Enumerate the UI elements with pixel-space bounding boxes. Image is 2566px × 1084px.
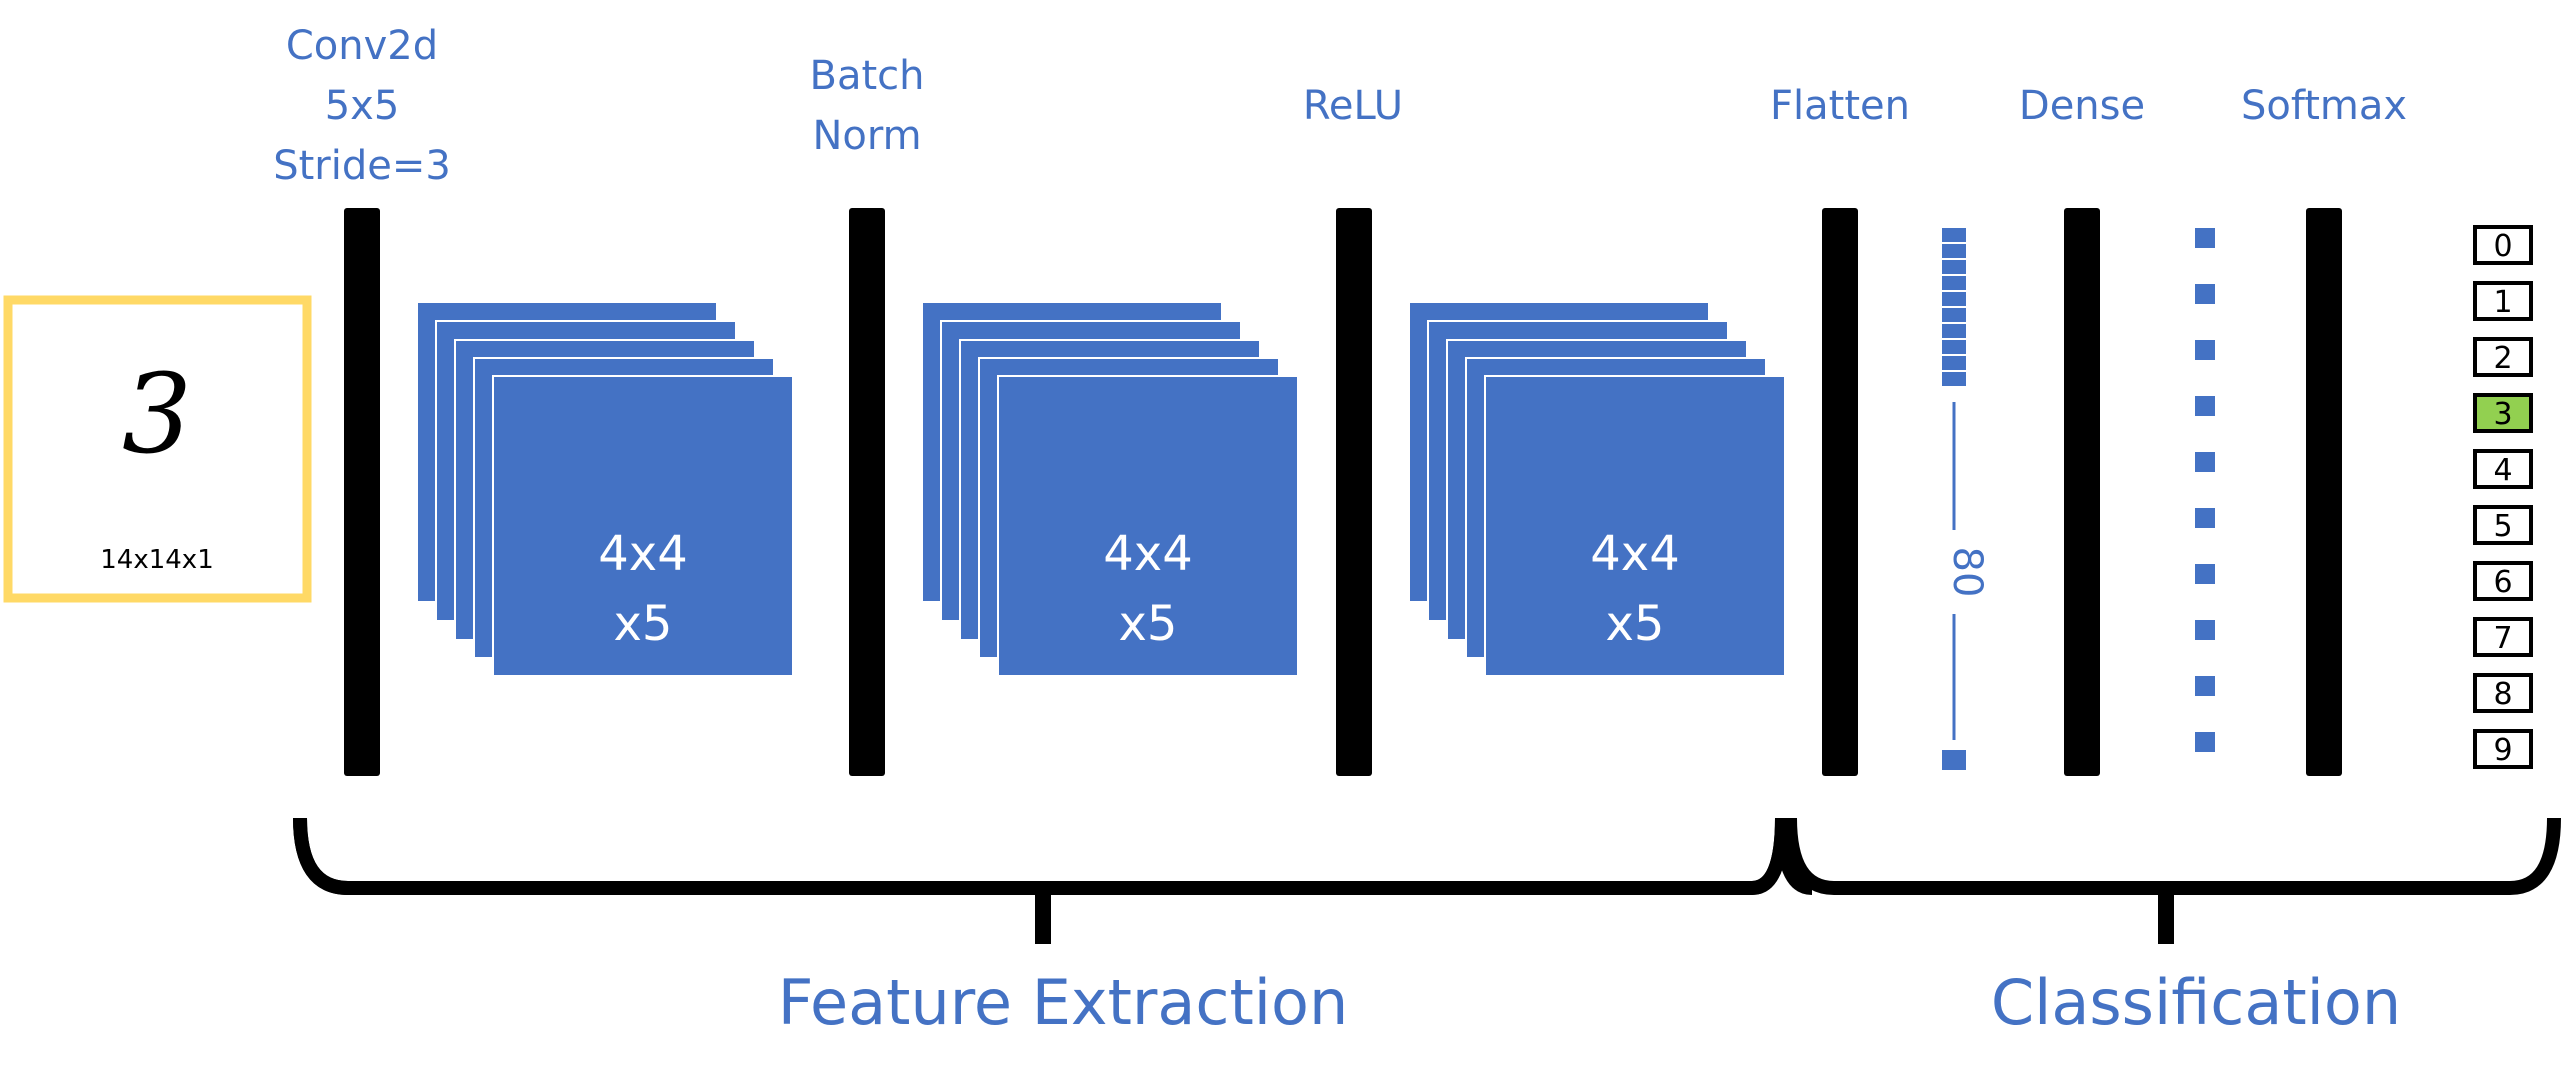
feature-extraction-label: Feature Extraction (778, 966, 1349, 1039)
output-box-6 (2473, 561, 2533, 601)
input-frame (3, 295, 312, 603)
dense-label: Dense (2019, 83, 2145, 129)
feature-map-sheet (492, 375, 794, 677)
batchnorm-label: Batch Norm (810, 53, 925, 159)
batchnorm-layer-bar (849, 208, 885, 776)
dense-unit (2195, 620, 2215, 640)
input-image: 3 14x14x1 (3, 295, 312, 603)
feature-map-count: x5 (1606, 596, 1665, 652)
dense-unit (2195, 676, 2215, 696)
output-label-1: 1 (2493, 285, 2512, 320)
batchnorm-label-line-2: Norm (812, 113, 921, 159)
dense-unit (2195, 508, 2215, 528)
flatten-unit (1942, 292, 1966, 306)
output-box-3 (2473, 393, 2533, 433)
output-box-5 (2473, 505, 2533, 545)
flatten-unit (1942, 324, 1966, 338)
feature-map-sheet (1484, 375, 1786, 677)
output-label-0: 0 (2493, 229, 2512, 264)
conv-layer-bar (344, 208, 380, 776)
dense-units (2195, 228, 2215, 752)
dense-unit (2195, 564, 2215, 584)
flatten-unit (1942, 228, 1966, 242)
output-box-0 (2473, 225, 2533, 265)
output-box-7 (2473, 617, 2533, 657)
batchnorm-label-line-1: Batch (810, 53, 925, 99)
flatten-unit-last (1942, 750, 1966, 770)
output-label-6: 6 (2493, 565, 2512, 600)
relu-label: ReLU (1303, 83, 1403, 129)
flatten-unit (1942, 340, 1966, 354)
flatten-unit (1942, 244, 1966, 258)
dense-unit (2195, 340, 2215, 360)
feature-map-stack-3: 4x4 x5 (1408, 301, 1786, 677)
softmax-outputs: 0 1 2 3 4 5 6 7 8 9 (2473, 225, 2533, 769)
conv-label: Conv2d 5x5 Stride=3 (273, 23, 451, 189)
classification-brace (1783, 817, 2561, 895)
feature-extraction-brace (293, 817, 1813, 895)
flatten-layer-bar (1822, 208, 1858, 776)
flatten-unit (1942, 260, 1966, 274)
input-digit: 3 (122, 350, 192, 478)
feature-map-sheet (997, 375, 1299, 677)
flatten-unit (1942, 276, 1966, 290)
conv-label-line-3: Stride=3 (273, 143, 451, 189)
conv-label-line-1: Conv2d (286, 23, 438, 69)
softmax-layer-bar (2306, 208, 2342, 776)
dense-layer-bar (2064, 208, 2100, 776)
output-label-7: 7 (2493, 621, 2512, 656)
feature-map-count: x5 (614, 596, 673, 652)
feature-map-count: x5 (1119, 596, 1178, 652)
dense-unit (2195, 284, 2215, 304)
output-box-4 (2473, 449, 2533, 489)
dense-unit (2195, 228, 2215, 248)
dense-unit (2195, 396, 2215, 416)
flatten-unit (1942, 372, 1966, 386)
feature-extraction-brace-body (293, 817, 1789, 895)
feature-map-dims: 4x4 (1103, 526, 1192, 582)
dense-unit (2195, 452, 2215, 472)
dense-unit (2195, 732, 2215, 752)
output-box-9 (2473, 729, 2533, 769)
output-box-1 (2473, 281, 2533, 321)
flatten-unit (1942, 356, 1966, 370)
output-label-3: 3 (2493, 397, 2512, 432)
classification-brace-tip (2158, 888, 2174, 944)
softmax-label: Softmax (2241, 83, 2407, 129)
output-box-2 (2473, 337, 2533, 377)
output-label-8: 8 (2493, 677, 2512, 712)
feature-map-stack-2: 4x4 x5 (921, 301, 1299, 677)
output-box-8 (2473, 673, 2533, 713)
classification-label: Classification (1991, 966, 2401, 1039)
flatten-unit (1942, 308, 1966, 322)
flatten-size-label: 80 (1944, 547, 1990, 598)
input-shape-label: 14x14x1 (100, 545, 213, 575)
conv-label-line-2: 5x5 (325, 83, 400, 129)
feature-map-dims: 4x4 (598, 526, 687, 582)
flatten-label: Flatten (1770, 83, 1910, 129)
feature-map-stack-1: 4x4 x5 (416, 301, 794, 677)
feature-extraction-brace-tip (1035, 888, 1051, 944)
flatten-vector: 80 (1942, 228, 1990, 770)
output-label-5: 5 (2493, 509, 2512, 544)
feature-map-dims: 4x4 (1590, 526, 1679, 582)
output-label-4: 4 (2493, 453, 2512, 488)
output-label-2: 2 (2493, 341, 2512, 376)
relu-layer-bar (1336, 208, 1372, 776)
output-label-9: 9 (2493, 733, 2512, 768)
